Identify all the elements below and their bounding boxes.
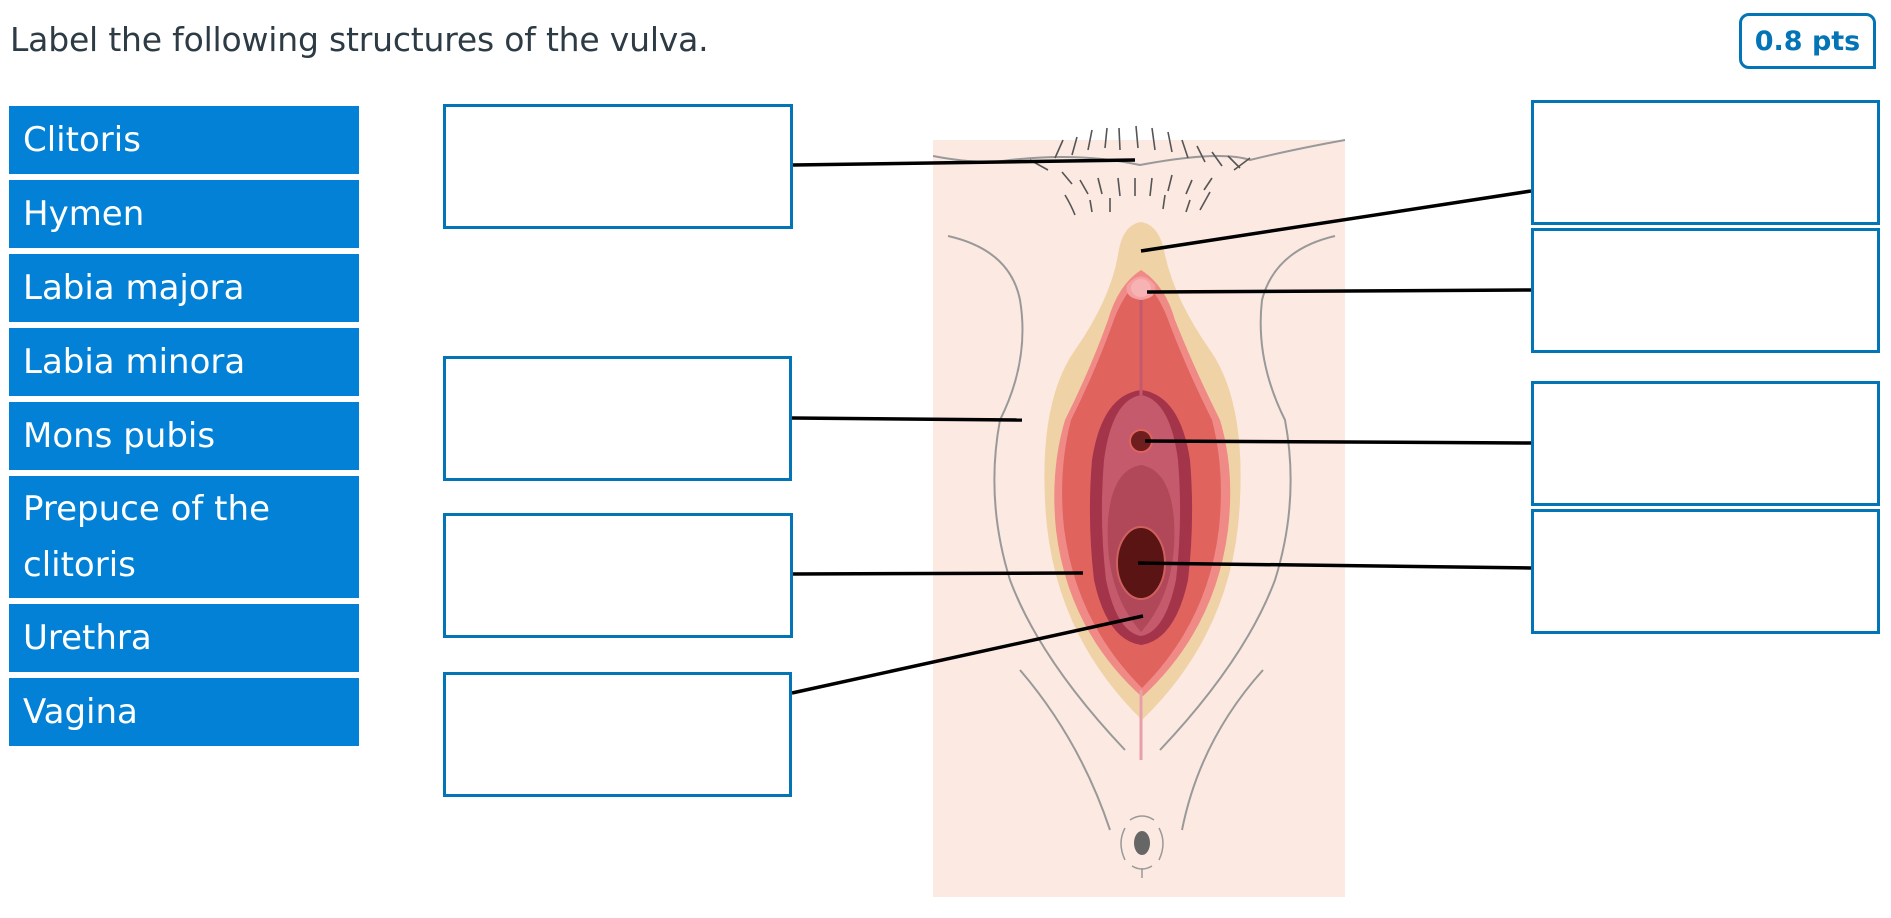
label-chip-vagina[interactable]: Vagina — [9, 678, 359, 746]
pubic-hair — [1029, 125, 1251, 216]
points-badge: 0.8 pts — [1739, 13, 1876, 69]
dropzone-left-1[interactable] — [443, 104, 793, 229]
dropzone-right-4[interactable] — [1531, 509, 1880, 634]
leader-line-vagina — [1137, 561, 1532, 570]
dropzone-left-2[interactable] — [443, 356, 792, 481]
right-buttock-contour — [1181, 669, 1264, 831]
label-chip-mons-pubis[interactable]: Mons pubis — [9, 402, 359, 470]
word-bank: Clitoris Hymen Labia majora Labia minora… — [9, 106, 359, 752]
label-chip-prepuce[interactable]: Prepuce of the clitoris — [9, 476, 359, 598]
label-chip-urethra[interactable]: Urethra — [9, 604, 359, 672]
anus-shape — [1120, 815, 1164, 878]
right-thigh-contour — [1159, 235, 1336, 751]
label-chip-clitoris[interactable]: Clitoris — [9, 106, 359, 174]
dropzone-left-3[interactable] — [443, 513, 793, 638]
dropzone-right-1[interactable] — [1531, 100, 1880, 225]
leader-lines — [791, 158, 1532, 695]
left-thigh-contour — [947, 235, 1126, 751]
dropzone-right-2[interactable] — [1531, 228, 1880, 353]
label-chip-labia-majora[interactable]: Labia majora — [9, 254, 359, 322]
question-prompt: Label the following structures of the vu… — [10, 20, 709, 59]
leader-line-labia-majora — [791, 416, 1023, 422]
dropzone-left-4[interactable] — [443, 672, 792, 797]
leader-line-clitoris — [1146, 288, 1532, 294]
label-chip-labia-minora[interactable]: Labia minora — [9, 328, 359, 396]
label-chip-hymen[interactable]: Hymen — [9, 180, 359, 248]
leader-line-urethra — [1144, 439, 1532, 445]
leader-line-mons — [792, 158, 1136, 167]
dropzone-right-3[interactable] — [1531, 381, 1880, 506]
leader-line-hymen — [791, 614, 1144, 695]
leader-line-labia-minora — [791, 571, 1084, 576]
clitoris-shape — [1131, 279, 1151, 297]
leader-line-prepuce — [1140, 189, 1532, 253]
left-buttock-contour — [1019, 669, 1111, 831]
